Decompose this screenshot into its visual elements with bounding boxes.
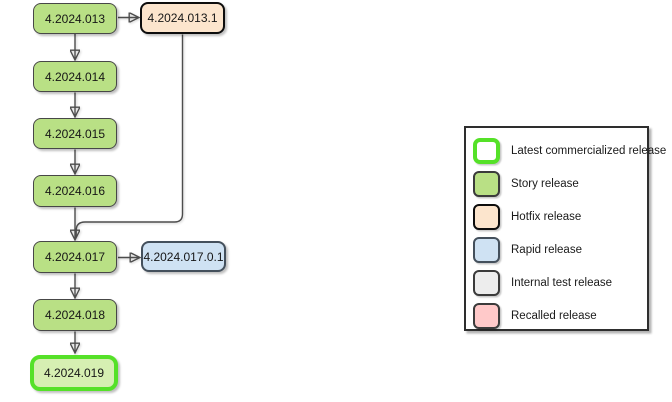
node-4-2024-019: 4.2024.019 <box>30 355 118 391</box>
legend-item-story: Story release <box>473 167 647 200</box>
legend-label: Story release <box>511 177 579 190</box>
node-4-2024-013-1: 4.2024.013.1 <box>140 2 225 34</box>
hotfix-release-swatch-icon <box>473 203 500 230</box>
node-4-2024-016: 4.2024.016 <box>33 175 117 207</box>
legend-label: Recalled release <box>511 309 597 322</box>
legend-item-recalled: Recalled release <box>473 299 647 332</box>
legend-label: Latest commercialized release <box>511 144 667 157</box>
rapid-release-swatch-icon <box>473 236 500 263</box>
legend: Latest commercialized release Story rele… <box>464 126 666 332</box>
legend-item-latest: Latest commercialized release <box>473 134 666 167</box>
node-4-2024-018: 4.2024.018 <box>33 299 117 331</box>
legend-label: Rapid release <box>511 243 582 256</box>
latest-release-swatch-icon <box>473 137 500 164</box>
legend-item-rapid: Rapid release <box>473 233 647 266</box>
story-release-swatch-icon <box>473 170 500 197</box>
node-4-2024-013: 4.2024.013 <box>33 3 117 34</box>
recalled-release-swatch-icon <box>473 302 500 329</box>
legend-label: Internal test release <box>511 276 613 289</box>
legend-label: Hotfix release <box>511 210 582 223</box>
legend-item-internal: Internal test release <box>473 266 647 299</box>
node-4-2024-017-0-1: 4.2024.017.0.1 <box>141 241 226 272</box>
node-4-2024-017: 4.2024.017 <box>33 241 117 273</box>
internal-test-release-swatch-icon <box>473 269 500 296</box>
node-4-2024-014: 4.2024.014 <box>33 61 117 92</box>
node-4-2024-015: 4.2024.015 <box>33 118 117 149</box>
legend-item-hotfix: Hotfix release <box>473 200 647 233</box>
